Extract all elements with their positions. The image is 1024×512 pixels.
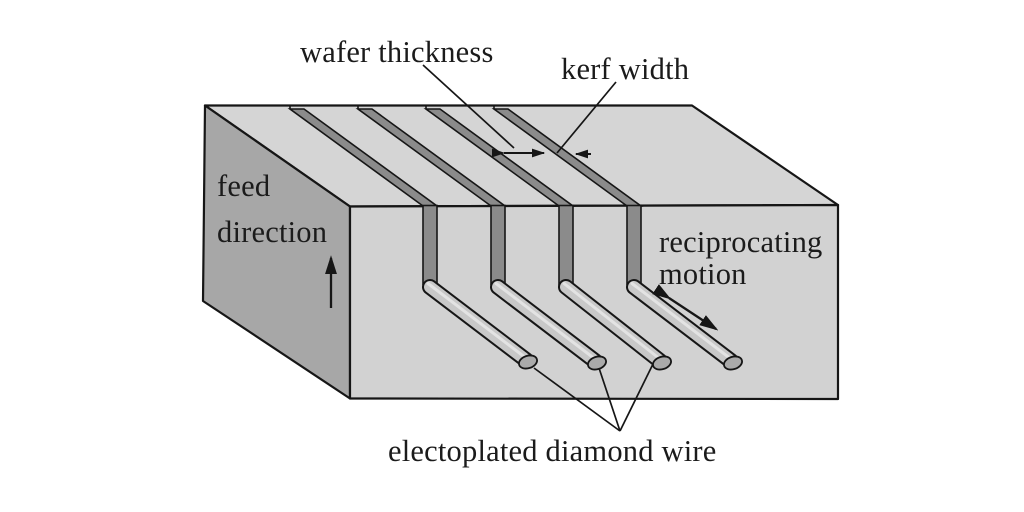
diamond-wire-2 [490, 279, 607, 371]
kerf-slit-front-3 [558, 204, 574, 286]
wire-end-cap-4 [723, 355, 743, 371]
kerf-slit-front-2 [490, 204, 506, 286]
feed-direction-label-line2: direction [217, 215, 327, 249]
kerf-slit-front-1 [422, 204, 438, 286]
diamond-wires [422, 279, 743, 371]
feed-direction-label-line1: feed [217, 169, 270, 203]
diamond-wire-3 [558, 279, 672, 371]
reciprocating-motion-arrow [652, 284, 719, 331]
diamond-wire-label: electoplated diamond wire [388, 434, 717, 468]
kerf-width-leader [556, 81, 617, 154]
wire-leader-1 [533, 367, 621, 432]
wafer-thickness-leader [422, 64, 515, 149]
reciprocating-motion-label-line1: reciprocating [659, 225, 823, 259]
kerf-slit-front-4 [626, 204, 642, 286]
wafer-thickness-label: wafer thickness [300, 35, 494, 69]
diamond-wire-1 [422, 279, 538, 370]
wire-leader-2 [598, 367, 621, 432]
reciprocating-motion-label-line2: motion [659, 257, 747, 291]
wire-end-cap-3 [652, 355, 672, 371]
wire-label-leaders [533, 363, 654, 432]
kerf-width-label: kerf width [561, 52, 689, 86]
wire-end-cap-1 [518, 354, 538, 370]
wire-leader-3 [619, 363, 654, 432]
kerf-slits-front [422, 204, 642, 286]
